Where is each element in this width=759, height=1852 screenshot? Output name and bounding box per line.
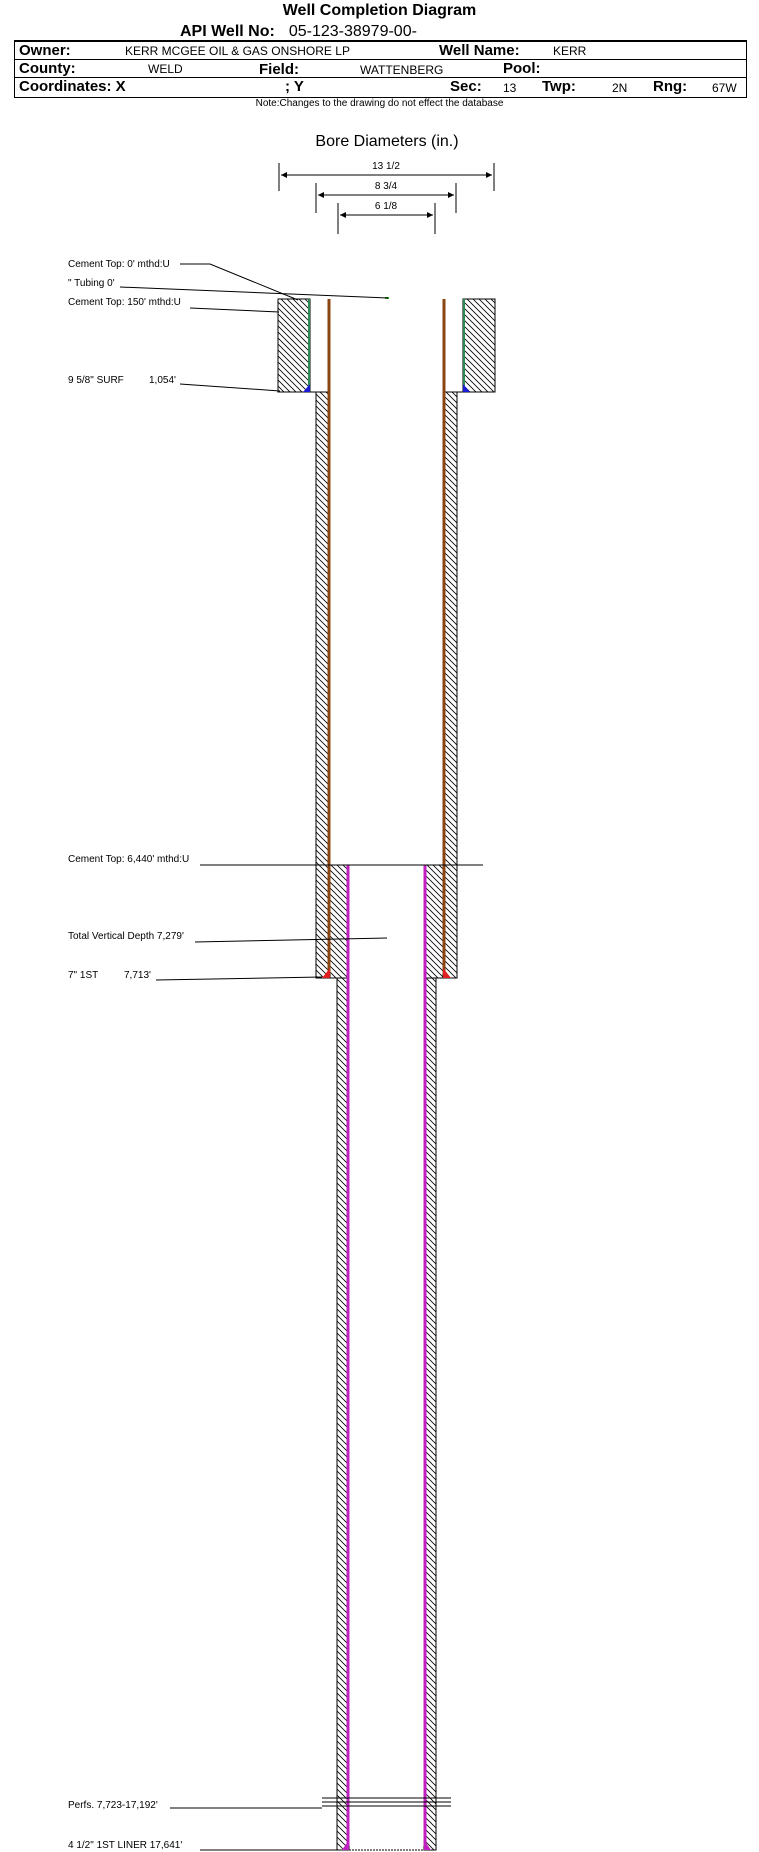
liner-cement [336,977,437,1851]
coordinates-label: Coordinates: X [19,78,126,95]
label-surf-casing: 9 5/8" SURF [68,375,124,386]
label-total-vertical-depth: Total Vertical Depth 7,279' [68,931,184,942]
api-label: API Well No: [180,23,275,40]
bore-dimensions: 13 1/2 8 3/4 6 1/8 [278,161,495,234]
intermediate-shoe-left [322,968,330,978]
api-value: 05-123-38979-00- [288,23,417,40]
surface-cement [277,298,496,393]
liner-casing [342,865,431,1851]
sec-value: 13 [503,81,517,95]
label-liner: 4 1/2" 1ST LINER 17,641' [68,1840,182,1851]
well-info-table: Owner: KERR MCGEE OIL & GAS ONSHORE LP W… [14,40,747,98]
intermediate-shoe-right [443,968,451,978]
label-cement-top-150: Cement Top: 150' mthd:U [68,297,181,308]
label-cement-top-0: Cement Top: 0' mthd:U [68,259,170,270]
callout-leaders [119,263,483,1851]
county-label: County: [19,60,76,77]
label-perforations: Perfs. 7,723-17,192' [68,1800,158,1811]
owner-value: KERR MCGEE OIL & GAS ONSHORE LP [125,44,350,58]
rng-value: 67W [712,81,737,95]
y-label: ; Y [285,78,304,95]
surface-casing [303,299,470,392]
api-well-number: API Well No: 05-123-38979-00- [180,23,417,41]
pool-label: Pool: [503,60,541,77]
diagram-title: Well Completion Diagram [282,2,477,19]
perforations [322,1797,451,1807]
label-first-casing-depth: 7,713' [124,970,151,981]
county-value: WELD [148,62,183,76]
label-first-casing: 7" 1ST [68,970,98,981]
well-name-value: KERR [553,44,587,58]
drawing-note: Note:Changes to the drawing do not effec… [255,98,504,109]
well-name-label: Well Name: [439,42,520,59]
intermediate-cement [315,391,458,979]
twp-value: 2N [612,81,628,95]
owner-label: Owner: [19,42,71,59]
field-value: WATTENBERG [360,63,444,77]
label-surf-depth: 1,054' [149,375,176,386]
rng-label: Rng: [653,78,688,95]
bore-dim-3: 6 1/8 [375,201,398,212]
surface-shoe-left [303,384,310,392]
bore-dim-2: 8 3/4 [375,181,398,192]
field-label: Field: [259,61,299,78]
surface-shoe-right [463,384,470,392]
intermediate-casing [322,299,451,978]
liner-shoe-left [342,1840,349,1850]
liner-shoe-right [424,1840,431,1850]
sec-label: Sec: [450,78,482,95]
label-tubing: " Tubing 0' [68,278,115,289]
bore-dim-1: 13 1/2 [372,161,400,172]
twp-label: Twp: [542,78,576,95]
label-cement-top-6440: Cement Top: 6,440' mthd:U [68,854,189,865]
bore-diameters-title: Bore Diameters (in.) [315,133,459,150]
callout-labels: Cement Top: 0' mthd:U " Tubing 0' Cement… [68,259,189,1851]
